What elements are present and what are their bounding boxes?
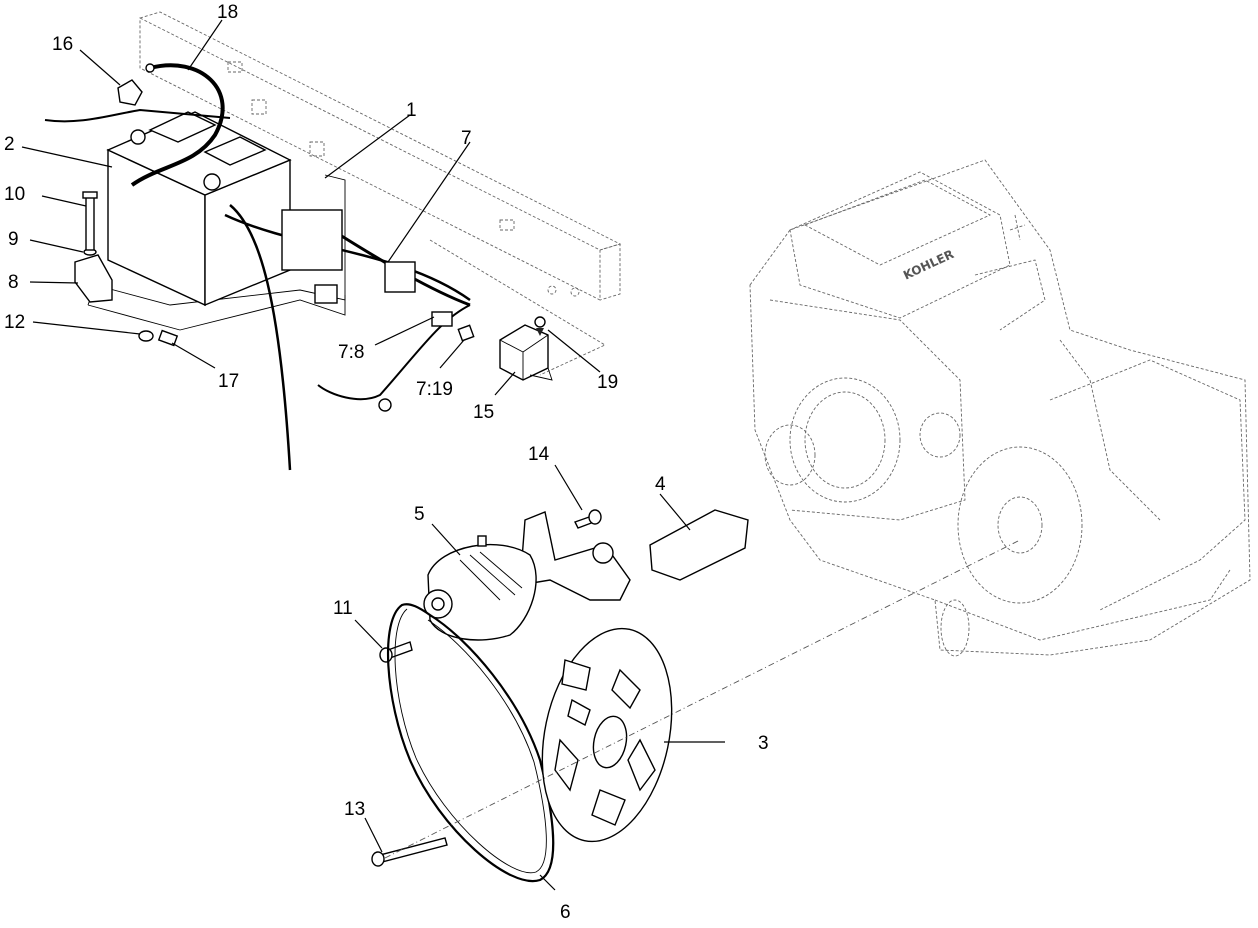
callout-17: 17: [218, 371, 239, 392]
callout-5: 5: [414, 504, 425, 525]
callout-3: 3: [758, 733, 769, 754]
callout-8: 8: [8, 272, 19, 293]
nut-12: [138, 330, 154, 342]
engine: KOHLER: [749, 159, 1251, 657]
drive-belt: [386, 603, 555, 883]
callout-7-19: 7:19: [416, 379, 453, 400]
center-line: [384, 539, 1021, 859]
alternator: [423, 535, 537, 641]
callout-19: 19: [597, 372, 618, 393]
hold-down-bracket: [74, 254, 113, 303]
callout-10: 10: [4, 184, 25, 205]
leader-lines: [21, 19, 725, 891]
bolt-13: [371, 837, 448, 867]
bolt-14: [574, 509, 602, 529]
battery-cable: [130, 63, 225, 187]
clip-17: [157, 329, 179, 347]
callout-16: 16: [52, 34, 73, 55]
relay: [499, 324, 553, 381]
callout-7: 7: [461, 128, 472, 149]
callout-14: 14: [528, 444, 550, 465]
pulley: [541, 627, 673, 843]
callout-18: 18: [217, 2, 238, 23]
callout-4: 4: [655, 474, 666, 495]
callouts: 1 2 3 4 5 6 7 7:8 7:19 8 9 10 11 12 13 1…: [4, 2, 769, 923]
callout-12: 12: [4, 312, 25, 333]
bolt-11: [379, 641, 413, 663]
bolt-10: [82, 191, 98, 251]
callout-11: 11: [333, 598, 353, 619]
callout-1: 1: [406, 100, 417, 121]
battery: [106, 111, 292, 307]
frame-rail: [139, 11, 622, 376]
callout-6: 6: [560, 902, 571, 923]
terminal-cover: [44, 79, 231, 123]
engine-brand-label: KOHLER: [901, 247, 956, 283]
alternator-bracket: [519, 509, 749, 601]
callout-15: 15: [473, 402, 494, 423]
callout-9: 9: [8, 229, 19, 250]
callout-13: 13: [344, 799, 365, 820]
callout-7-8: 7:8: [338, 342, 364, 363]
callout-2: 2: [4, 134, 15, 155]
wire-harness: [224, 204, 471, 471]
screw: [534, 316, 546, 336]
fuse: [457, 324, 475, 342]
